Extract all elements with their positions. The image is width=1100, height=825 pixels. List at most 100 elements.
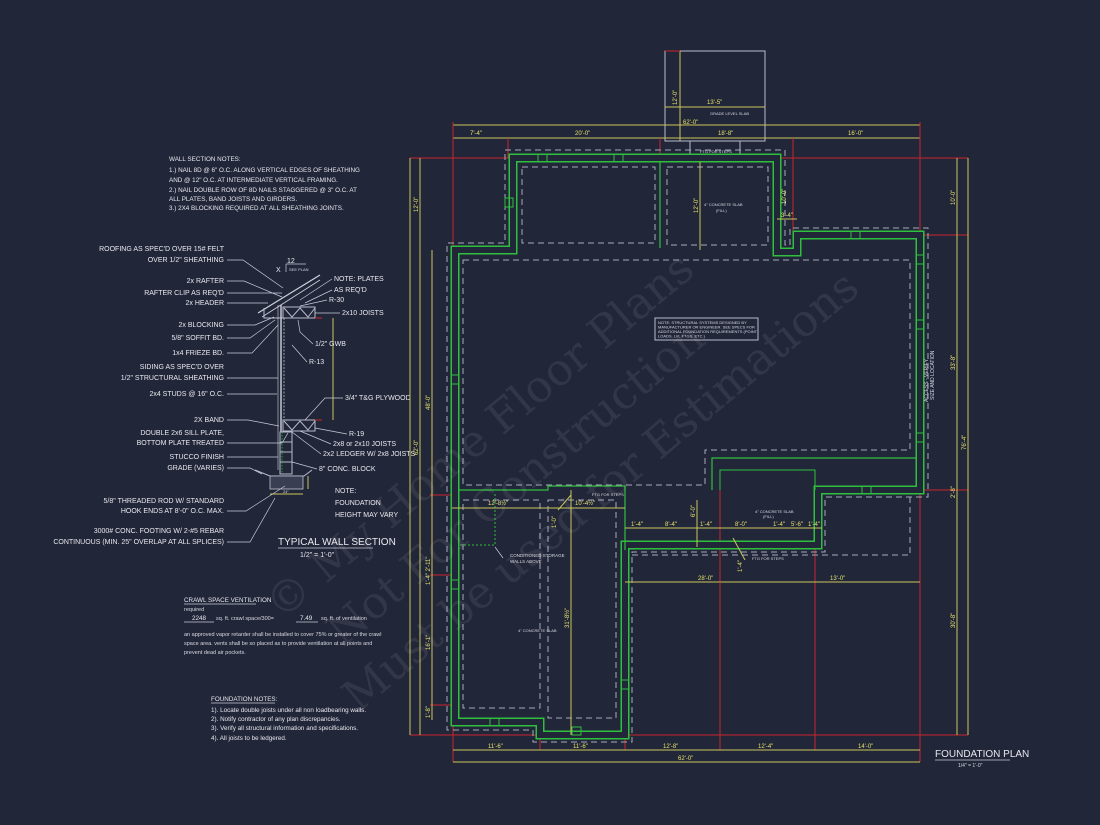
dim-label: 13'-0" bbox=[830, 576, 845, 582]
typical-wall-section: 24" 12 X SEE PLAN ROOFING AS SPEC'D OVER… bbox=[53, 246, 415, 559]
fill-label-2: (FILL) bbox=[763, 514, 774, 519]
top-dims: 7'-4" 20'-0" 18'-8" 16'-0" bbox=[470, 131, 863, 137]
slab-height-dim: 12'-0" bbox=[694, 198, 700, 213]
left-dims: 12'-0" 48'-0" 62'-0" 1'-4" 2'-11" 16'-1"… bbox=[414, 197, 432, 718]
dim-label: 5'-6" bbox=[791, 522, 803, 528]
callout: HEIGHT MAY VARY bbox=[335, 512, 398, 519]
conditioned-note: WALLS ABOVE bbox=[510, 559, 542, 564]
dim-label: 28'-0" bbox=[698, 576, 713, 582]
dim-label: 6'-0" bbox=[691, 505, 697, 517]
structural-note: LOADS, LVL FTGS, ETC.) bbox=[658, 334, 706, 339]
note-line: 2.) NAIL DOUBLE ROW OF 8D NAILS STAGGERE… bbox=[169, 187, 357, 194]
pitch-x: X bbox=[276, 267, 281, 274]
dim-label: 1'-4" bbox=[631, 522, 643, 528]
footing-width: 24" bbox=[283, 489, 289, 494]
grade-slab-width: 13'-5" bbox=[707, 100, 722, 106]
note-line: 1.) NAIL 8D @ 6" O.C. ALONG VERTICAL EDG… bbox=[169, 167, 360, 174]
callout: 5/8" SOFFIT BD. bbox=[171, 335, 224, 342]
ftg-steps-top: FTG FOR STEPS bbox=[700, 149, 732, 154]
pitch-rise: 12 bbox=[287, 258, 295, 265]
dim-label: 33'-8" bbox=[951, 355, 957, 370]
dim-label: 1'-4" 2'-11" bbox=[426, 557, 432, 585]
callout: R-19 bbox=[349, 431, 364, 438]
dim-label: 1'-4" bbox=[773, 522, 785, 528]
crawl-required: required bbox=[184, 607, 204, 613]
grade-slab-height: 12'-0" bbox=[673, 90, 679, 105]
crawl-text: space area. vents shall be so placed as … bbox=[184, 641, 372, 647]
dim-label: 7'-4" bbox=[470, 131, 482, 137]
overall-dim-top: 62'-0" bbox=[683, 120, 698, 126]
ceiling-joists bbox=[282, 306, 316, 319]
floor-joists bbox=[282, 419, 316, 432]
foundation-plan: 13'-5" 12'-0" GRADE LEVEL SLAB 62'-0" FT… bbox=[409, 50, 1029, 769]
crawl-text: an approved vapor retarder shall be inst… bbox=[184, 632, 382, 638]
callout: 3/4" T&G PLYWOOD bbox=[345, 395, 411, 402]
wall-section-title: TYPICAL WALL SECTION bbox=[278, 537, 396, 548]
dim-label: 12'-0" bbox=[414, 197, 420, 212]
crawl-unit: sq. ft. of ventilation bbox=[321, 616, 367, 622]
callout: 2x10 JOISTS bbox=[342, 310, 384, 317]
foundation-note: 1). Locate double joists under all non l… bbox=[211, 707, 366, 714]
slab-label: 4" CONCRETE SLAB bbox=[518, 628, 557, 633]
callout: GRADE (VARIES) bbox=[167, 465, 224, 472]
dim-label: 16'-0" bbox=[848, 131, 863, 137]
callout: CONTINUOUS (MIN. 25" OVERLAP AT ALL SPLI… bbox=[53, 539, 224, 546]
callout: 2x HEADER bbox=[185, 300, 224, 307]
access-note: SIZE AND LOCATION bbox=[930, 350, 936, 400]
crawl-formula: sq. ft. crawl space/300= bbox=[216, 616, 274, 622]
dim-label: 30'-8" bbox=[951, 613, 957, 628]
dim-label: 1'-4" bbox=[808, 522, 820, 528]
footing-outline bbox=[446, 149, 929, 743]
dim-label: 2'-8" bbox=[951, 486, 957, 498]
structural-note: NOTE: STRUCTURAL SYSTEMS DESIGNED BY bbox=[658, 320, 747, 325]
vents bbox=[450, 153, 925, 736]
conditioned-note: CONDITIONED STORAGE bbox=[510, 553, 565, 558]
callout: 2x RAFTER bbox=[187, 278, 224, 285]
slab-fill-label: 4" CONCRETE SLAB bbox=[704, 202, 743, 207]
callout: AS REQ'D bbox=[334, 287, 367, 294]
foundation-plan-title: FOUNDATION PLAN bbox=[935, 749, 1029, 760]
callout: R-30 bbox=[329, 297, 344, 304]
dim-label: 62'-0" bbox=[678, 756, 693, 762]
concrete-block bbox=[279, 431, 293, 475]
structural-note: MANUFACTURER OR ENGINEER. SEE SPECS FOR bbox=[658, 325, 755, 330]
dim-label: 10'-4½" bbox=[575, 500, 595, 507]
right-callouts: NOTE: PLATES AS REQ'D R-30 2x10 JOISTS 1… bbox=[309, 276, 416, 519]
dim-label: 10'-0" bbox=[951, 190, 957, 205]
foundation-plan-scale: 1/4" = 1'-0" bbox=[958, 763, 983, 769]
dim-label: 12'-8½" bbox=[488, 500, 508, 507]
roof-line bbox=[257, 274, 321, 314]
note-line: AND @ 12" O.C. AT INTERMEDIATE VERTICAL … bbox=[169, 177, 338, 184]
dim-label: 14'-0" bbox=[858, 744, 873, 750]
foundation-note: 3). Verify all structural information an… bbox=[211, 725, 358, 732]
crawl-area: 2248 bbox=[192, 615, 207, 622]
callout: 3000# CONC. FOOTING W/ 2-#5 REBAR bbox=[94, 528, 224, 535]
dim-label: 1'-4" bbox=[738, 560, 744, 572]
callout: OVER 1/2" SHEATHING bbox=[148, 257, 224, 264]
callout: 1x4 FRIEZE BD. bbox=[172, 350, 224, 357]
dim-label: 10'-0" bbox=[782, 189, 788, 204]
crawl-text: prevent dead air pockets. bbox=[184, 650, 246, 656]
callout: FOUNDATION bbox=[335, 500, 381, 507]
dim-label: 31'-8½" bbox=[564, 608, 571, 628]
crawl-title: CRAWL SPACE VENTILATION bbox=[184, 597, 272, 604]
dim-label: 11'-6" bbox=[573, 744, 588, 750]
right-dims: 10'-0" 33'-8" 76'-4" 2'-8" 30'-8" bbox=[951, 190, 968, 628]
note-line: ALL PLATES, BAND JOISTS AND GIRDERS. bbox=[169, 196, 297, 203]
callout: R-13 bbox=[309, 359, 324, 366]
ftg-steps-label-2: FTG FOR STEPS bbox=[752, 556, 784, 561]
note-line: 3.) 2X4 BLOCKING REQUIRED AT ALL SHEATHI… bbox=[169, 205, 344, 212]
dim-label: 20'-0" bbox=[575, 131, 590, 137]
structural-note-box bbox=[654, 317, 759, 341]
foundation-notes-title: FOUNDATION NOTES: bbox=[211, 696, 278, 703]
dim-label: 16'-1" bbox=[426, 635, 432, 650]
dim-label: 48'-0" bbox=[426, 395, 432, 410]
dim-label: 11'-6" bbox=[488, 744, 503, 750]
pitch-note: SEE PLAN bbox=[289, 267, 309, 272]
dim-label: 1'-4" bbox=[700, 522, 712, 528]
callout: 8" CONC. BLOCK bbox=[319, 466, 376, 473]
foundation-note: 2). Notify contractor of any plan discre… bbox=[211, 716, 341, 723]
callout: 2x4 STUDS @ 16" O.C. bbox=[149, 391, 224, 398]
notes-title: WALL SECTION NOTES: bbox=[169, 156, 241, 163]
bottom-dims: 11'-6" 11'-6" 12'-8" 12'-4" 14'-0" 62'-0… bbox=[488, 744, 873, 762]
